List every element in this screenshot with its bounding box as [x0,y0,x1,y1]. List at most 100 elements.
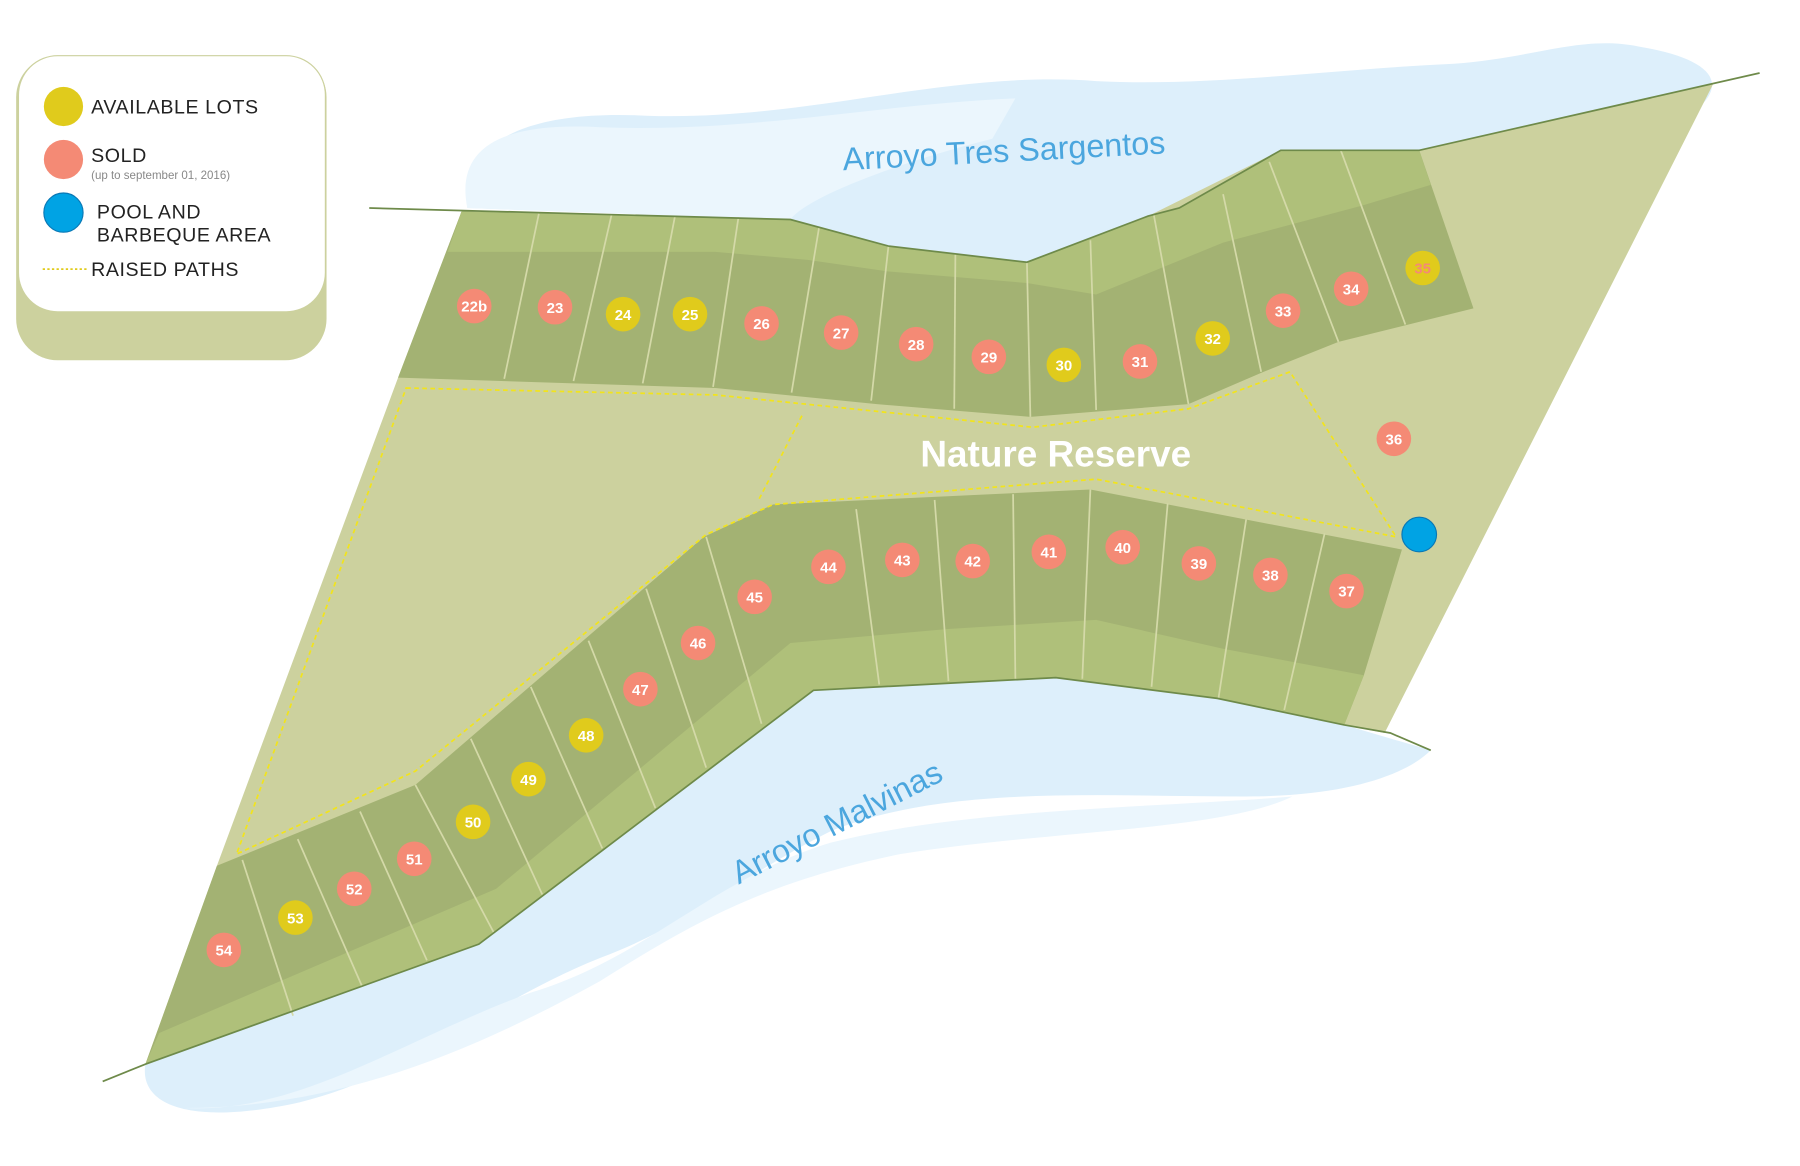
sold-lot-circle[interactable] [1253,557,1288,593]
lot-divider [645,588,707,768]
available-lot-circle[interactable] [1046,347,1082,383]
lot-number: 25 [682,307,699,324]
sold-lot-circle[interactable] [971,339,1007,375]
lot-marker-33[interactable]: 33 [1265,293,1301,328]
lot-marker-48[interactable]: 48 [568,718,604,753]
legend-paths: RAISED PATHS [91,259,239,281]
sold-lot-circle[interactable] [823,315,859,350]
south-lots-edge [145,619,1364,1065]
lot-marker-39[interactable]: 39 [1181,546,1217,581]
lot-divider [241,859,294,1016]
lot-marker-46[interactable]: 46 [680,625,716,661]
lot-marker-36[interactable]: 36 [1376,421,1412,457]
lot-number: 54 [216,943,233,960]
lot-number: 50 [465,815,482,832]
lot-number: 37 [1338,584,1355,601]
lot-marker-26[interactable]: 26 [744,306,779,341]
lot-marker-30[interactable]: 30 [1046,347,1082,383]
lot-marker-44[interactable]: 44 [811,549,846,585]
sold-lot-circle[interactable] [623,671,658,707]
lot-marker-22b[interactable]: 22b [456,288,492,324]
sold-lot-circle[interactable] [680,625,716,661]
lot-divider [587,640,657,809]
lot-marker-37[interactable]: 37 [1329,573,1364,609]
available-lot-circle[interactable] [1195,321,1230,356]
lot-divider [359,811,428,961]
lot-marker-24[interactable]: 24 [605,296,641,332]
lot-marker-31[interactable]: 31 [1122,344,1158,379]
available-lot-circle[interactable] [1405,250,1440,286]
lot-marker-45[interactable]: 45 [737,579,772,615]
available-lot-circle[interactable] [278,900,313,935]
lot-number: 52 [346,881,363,898]
lot-marker-28[interactable]: 28 [898,326,934,362]
lot-marker-53[interactable]: 53 [278,900,313,935]
sold-lot-circle[interactable] [1333,271,1369,307]
lot-marker-50[interactable]: 50 [455,804,491,840]
legend-pool-line2: BARBEQUE AREA [97,224,272,246]
available-lot-circle[interactable] [672,296,708,332]
lot-marker-43[interactable]: 43 [885,542,920,578]
lot-marker-40[interactable]: 40 [1105,529,1140,565]
lot-marker-41[interactable]: 41 [1031,534,1067,570]
available-legend-icon [43,86,84,127]
lot-number: 44 [820,560,837,577]
sold-lot-circle[interactable] [336,871,372,907]
sold-lot-circle[interactable] [955,543,990,579]
lot-marker-27[interactable]: 27 [823,315,859,350]
lot-divider [572,214,613,382]
lot-marker-29[interactable]: 29 [971,339,1007,375]
creek-north-water-light [465,98,1016,220]
sold-lot-circle[interactable] [885,542,920,578]
pool-barbeque-marker[interactable] [1401,516,1438,553]
lot-number: 36 [1386,431,1403,448]
lot-marker-34[interactable]: 34 [1333,271,1369,307]
sold-lot-circle[interactable] [396,841,432,877]
sold-lot-circle[interactable] [1105,529,1140,565]
lot-divider [855,509,881,685]
lot-number: 46 [690,636,707,653]
lot-number: 31 [1132,354,1149,371]
sold-lot-circle[interactable] [744,306,779,341]
north-lots-edge [447,150,1431,295]
sold-lot-circle[interactable] [1122,344,1158,379]
sold-legend-icon [43,139,84,180]
sold-lot-circle[interactable] [206,932,242,968]
lot-dividers [241,150,1407,1016]
available-lot-circle[interactable] [605,296,641,332]
lot-number: 51 [406,851,423,868]
lot-marker-25[interactable]: 25 [672,296,708,332]
pool-legend-icon [43,192,84,233]
sold-lot-circle[interactable] [1329,573,1364,609]
sold-lot-circle[interactable] [1031,534,1067,570]
sold-lot-circle[interactable] [737,579,772,615]
lot-divider [1089,240,1098,410]
sold-lot-circle[interactable] [456,288,492,324]
lot-marker-42[interactable]: 42 [955,543,990,579]
available-lot-circle[interactable] [511,761,546,797]
lot-divider [1268,161,1340,343]
sold-lot-circle[interactable] [1376,421,1412,457]
lot-marker-47[interactable]: 47 [623,671,658,707]
lot-marker-23[interactable]: 23 [537,289,573,325]
sold-lot-circle[interactable] [537,289,573,325]
lot-divider [1217,519,1248,699]
sold-lot-circle[interactable] [811,549,846,585]
lot-marker-54[interactable]: 54 [206,932,242,968]
available-lot-circle[interactable] [455,804,491,840]
lot-number: 23 [547,300,564,317]
lot-marker-38[interactable]: 38 [1253,557,1288,593]
sold-lot-circle[interactable] [1265,293,1301,328]
sold-lot-circle[interactable] [1181,546,1217,581]
available-lot-circle[interactable] [568,718,604,753]
lot-marker-49[interactable]: 49 [511,761,546,797]
lot-marker-51[interactable]: 51 [396,841,432,877]
legend-sold: SOLD [91,145,147,167]
lot-marker-52[interactable]: 52 [336,871,372,907]
nature-reserve-label: Nature Reserve [920,433,1191,474]
sold-lot-circle[interactable] [898,326,934,362]
lot-marker-32[interactable]: 32 [1195,321,1230,356]
legend: AVAILABLE LOTS SOLD (up to september 01,… [16,55,327,361]
lot-marker-35[interactable]: 35 [1405,250,1440,286]
legend-sold-note: (up to september 01, 2016) [91,170,230,182]
